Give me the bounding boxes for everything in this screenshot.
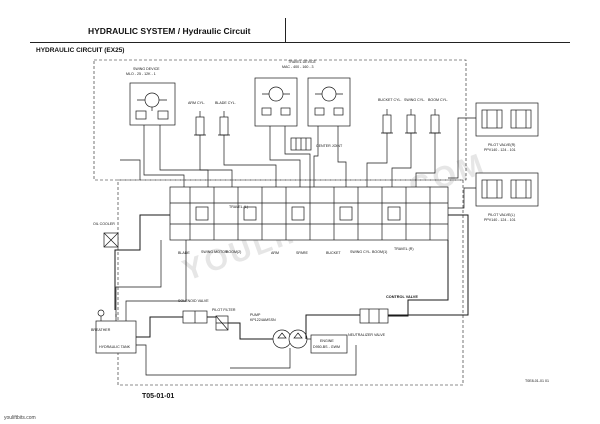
oil-cooler-label: OIL COOLER bbox=[93, 222, 115, 226]
travel-device-code: MAC - 400 - 160 - 3 bbox=[282, 65, 314, 69]
blade-spool-label: BLADE bbox=[178, 251, 190, 255]
hydraulic-tank-label: HYDRAULIC TANK bbox=[99, 345, 131, 349]
swing-motor-spool-label: SWING MOTOR bbox=[201, 250, 228, 254]
bucket-cyl-label: BUCKET CYL. bbox=[378, 98, 402, 102]
engine-code: D950-BS - GWM bbox=[313, 345, 340, 349]
bucket-spool-label: BUCKET bbox=[326, 251, 341, 255]
arm-spool-label: ARM bbox=[271, 251, 279, 255]
travel-l-label: TRAVEL (L) bbox=[229, 205, 248, 209]
blade-cyl-label: BLADE CYL. bbox=[215, 101, 236, 105]
arm-cylinder bbox=[194, 111, 206, 136]
front-boundary bbox=[93, 59, 467, 181]
site-credit: youliftbits.com bbox=[4, 415, 36, 421]
drawing-number: T0E8-01-01 01 bbox=[525, 379, 549, 383]
page-code: T05-01-01 bbox=[142, 393, 175, 400]
swing-cyl-label: SWING CYL. bbox=[404, 98, 425, 102]
pilot-valve-right bbox=[475, 102, 539, 137]
page-title: HYDRAULIC SYSTEM / Hydraulic Circuit bbox=[88, 26, 251, 36]
hydraulic-tank bbox=[95, 309, 137, 354]
swing-device-label: SWING DEVICE bbox=[133, 67, 160, 71]
solenoid-valve-label: SOLENOID VALVE bbox=[178, 299, 209, 303]
bucket-cylinder bbox=[381, 109, 393, 134]
center-joint bbox=[290, 137, 312, 151]
travel-device-left bbox=[254, 77, 298, 127]
boom2-spool-label: BOOM(2) bbox=[226, 250, 241, 254]
pilot-valve-r-label: PILOT VALVE(R) bbox=[488, 143, 515, 147]
pilot-filter-label: PILOT FILTER bbox=[212, 308, 236, 312]
neutralizer-valve-label: NEUTRALIZER VALVE bbox=[348, 333, 386, 337]
arm-cyl-label: ARM CYL. bbox=[188, 101, 205, 105]
pump-label: PUMP bbox=[250, 313, 261, 317]
pilot-valve-left bbox=[475, 172, 539, 207]
pilot-valve-l-label: PILOT VALVE(L) bbox=[488, 213, 515, 217]
boom1-spool-label: BOOM(1) bbox=[372, 250, 387, 254]
boom-cyl-label: BOOM CYL. bbox=[428, 98, 448, 102]
control-valve-label: CONTROL VALVE bbox=[386, 295, 418, 299]
pump-code: KP1224AMSSN bbox=[250, 318, 276, 322]
pilot-valve-l-code: PPV140 - 124 - 101 bbox=[484, 218, 516, 222]
travel-device-right bbox=[307, 77, 351, 127]
spare-spool-label: SPARE bbox=[296, 251, 309, 255]
neutralizer-valve bbox=[359, 308, 389, 324]
center-joint-label: CENTER JOINT bbox=[316, 144, 343, 148]
engine-label: ENGINE bbox=[320, 339, 334, 343]
pilot-valve-r-code: PPV140 - 124 - 101 bbox=[484, 148, 516, 152]
travel-r-label: TRAVEL (R) bbox=[394, 247, 414, 251]
swing-device bbox=[129, 82, 176, 126]
pump bbox=[272, 329, 308, 349]
header-rule bbox=[30, 42, 570, 43]
swing-cyl-spool-label: SWING CYL. bbox=[350, 250, 371, 254]
oil-cooler bbox=[103, 232, 119, 248]
control-valve bbox=[169, 186, 449, 241]
travel-device-label: TRAVEL DEVICE bbox=[288, 60, 317, 64]
breather-label: BREATHER bbox=[91, 328, 111, 332]
boom-cylinder bbox=[429, 109, 441, 134]
swing-device-code: MLO - 25 - 12K - 1 bbox=[126, 72, 156, 76]
pilot-filter bbox=[215, 315, 229, 331]
engine bbox=[307, 334, 348, 354]
swing-cylinder bbox=[405, 109, 417, 134]
blade-cylinder bbox=[218, 111, 230, 136]
diagram-subtitle: HYDRAULIC CIRCUIT (EX25) bbox=[36, 47, 125, 54]
